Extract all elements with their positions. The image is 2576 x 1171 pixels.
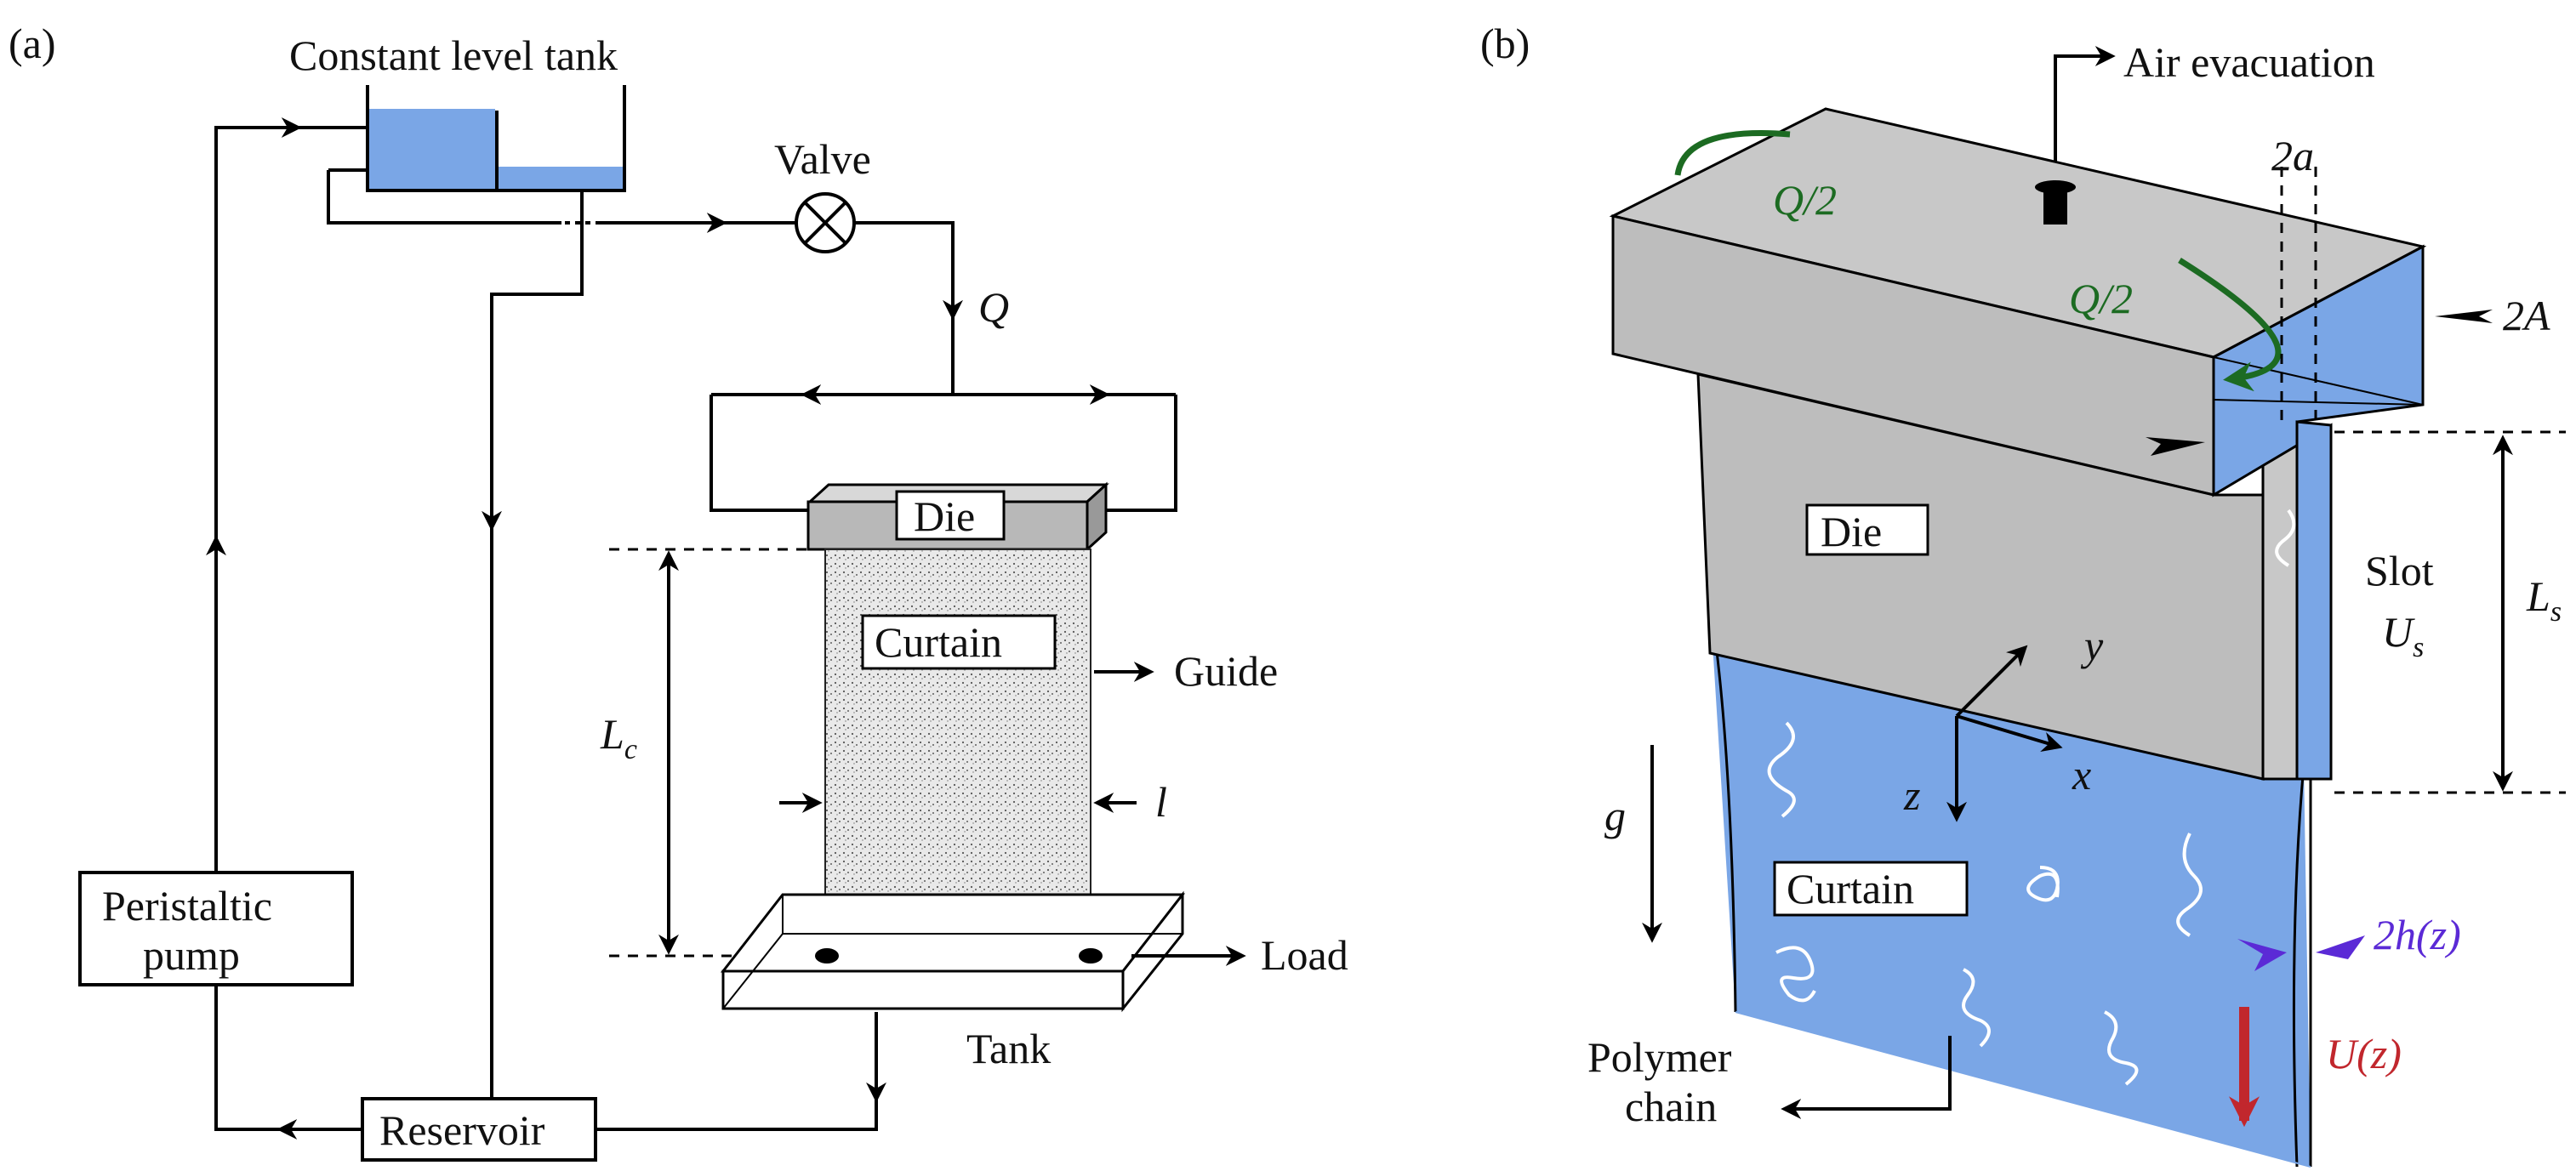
reservoir-label: Reservoir — [379, 1106, 545, 1154]
slot-width-label: 2a — [2271, 132, 2314, 179]
velocity-label: U(z) — [2326, 1030, 2402, 1077]
gravity-label: g — [1604, 792, 1626, 839]
constant-level-tank — [366, 85, 626, 192]
q-half-top-label: Q/2 — [1773, 176, 1837, 224]
panel-a: (a) Constant level tank Valve Q — [9, 20, 1348, 1162]
pump-box — [78, 871, 354, 986]
panel-a-tag: (a) — [9, 20, 56, 67]
panel-b: (b) Air evacuation — [1480, 20, 2566, 1168]
die-a: Die — [806, 481, 1109, 553]
q-half-side-label: Q/2 — [2069, 275, 2133, 322]
slot-length-label: Ls — [2526, 572, 2562, 628]
collection-tank — [720, 890, 1186, 1013]
slot-velocity-label: Us — [2382, 608, 2424, 663]
curtain-length-label: Lc — [600, 710, 637, 765]
die-width-label: 2A — [2503, 292, 2550, 339]
curtain-a-label: Curtain — [875, 618, 1002, 666]
valve-label: Valve — [774, 135, 871, 183]
curtain-a: Curtain — [824, 549, 1091, 957]
pump-label-line2: pump — [143, 931, 240, 979]
die-a-label: Die — [914, 492, 975, 540]
axis-x-label: x — [2072, 751, 2091, 799]
polymer-label-line2: chain — [1625, 1083, 1717, 1130]
die-b: Die — [1609, 107, 2427, 781]
flow-rate-label: Q — [978, 283, 1009, 331]
die-b-label: Die — [1821, 508, 1882, 555]
coordinate-axes: y x z — [1903, 622, 2104, 822]
slot-label: Slot — [2365, 547, 2434, 594]
panel-b-tag: (b) — [1480, 20, 1530, 67]
tank-label: Tank — [966, 1025, 1051, 1072]
guide-label: Guide — [1174, 647, 1278, 695]
valve-icon — [795, 192, 856, 253]
polymer-chains — [1767, 509, 2296, 1086]
axis-y-label: y — [2080, 622, 2104, 669]
thickness-label: 2h(z) — [2374, 911, 2461, 958]
load-label: Load — [1261, 931, 1348, 979]
axis-z-label: z — [1903, 771, 1920, 819]
polymer-label-line1: Polymer — [1587, 1033, 1732, 1081]
curtain-b-label: Curtain — [1787, 865, 1914, 912]
curtain-width-label: l — [1155, 778, 1167, 826]
air-evacuation-label: Air evacuation — [2123, 38, 2375, 86]
constant-level-tank-label: Constant level tank — [289, 31, 618, 79]
pump-label-line1: Peristaltic — [102, 882, 272, 929]
